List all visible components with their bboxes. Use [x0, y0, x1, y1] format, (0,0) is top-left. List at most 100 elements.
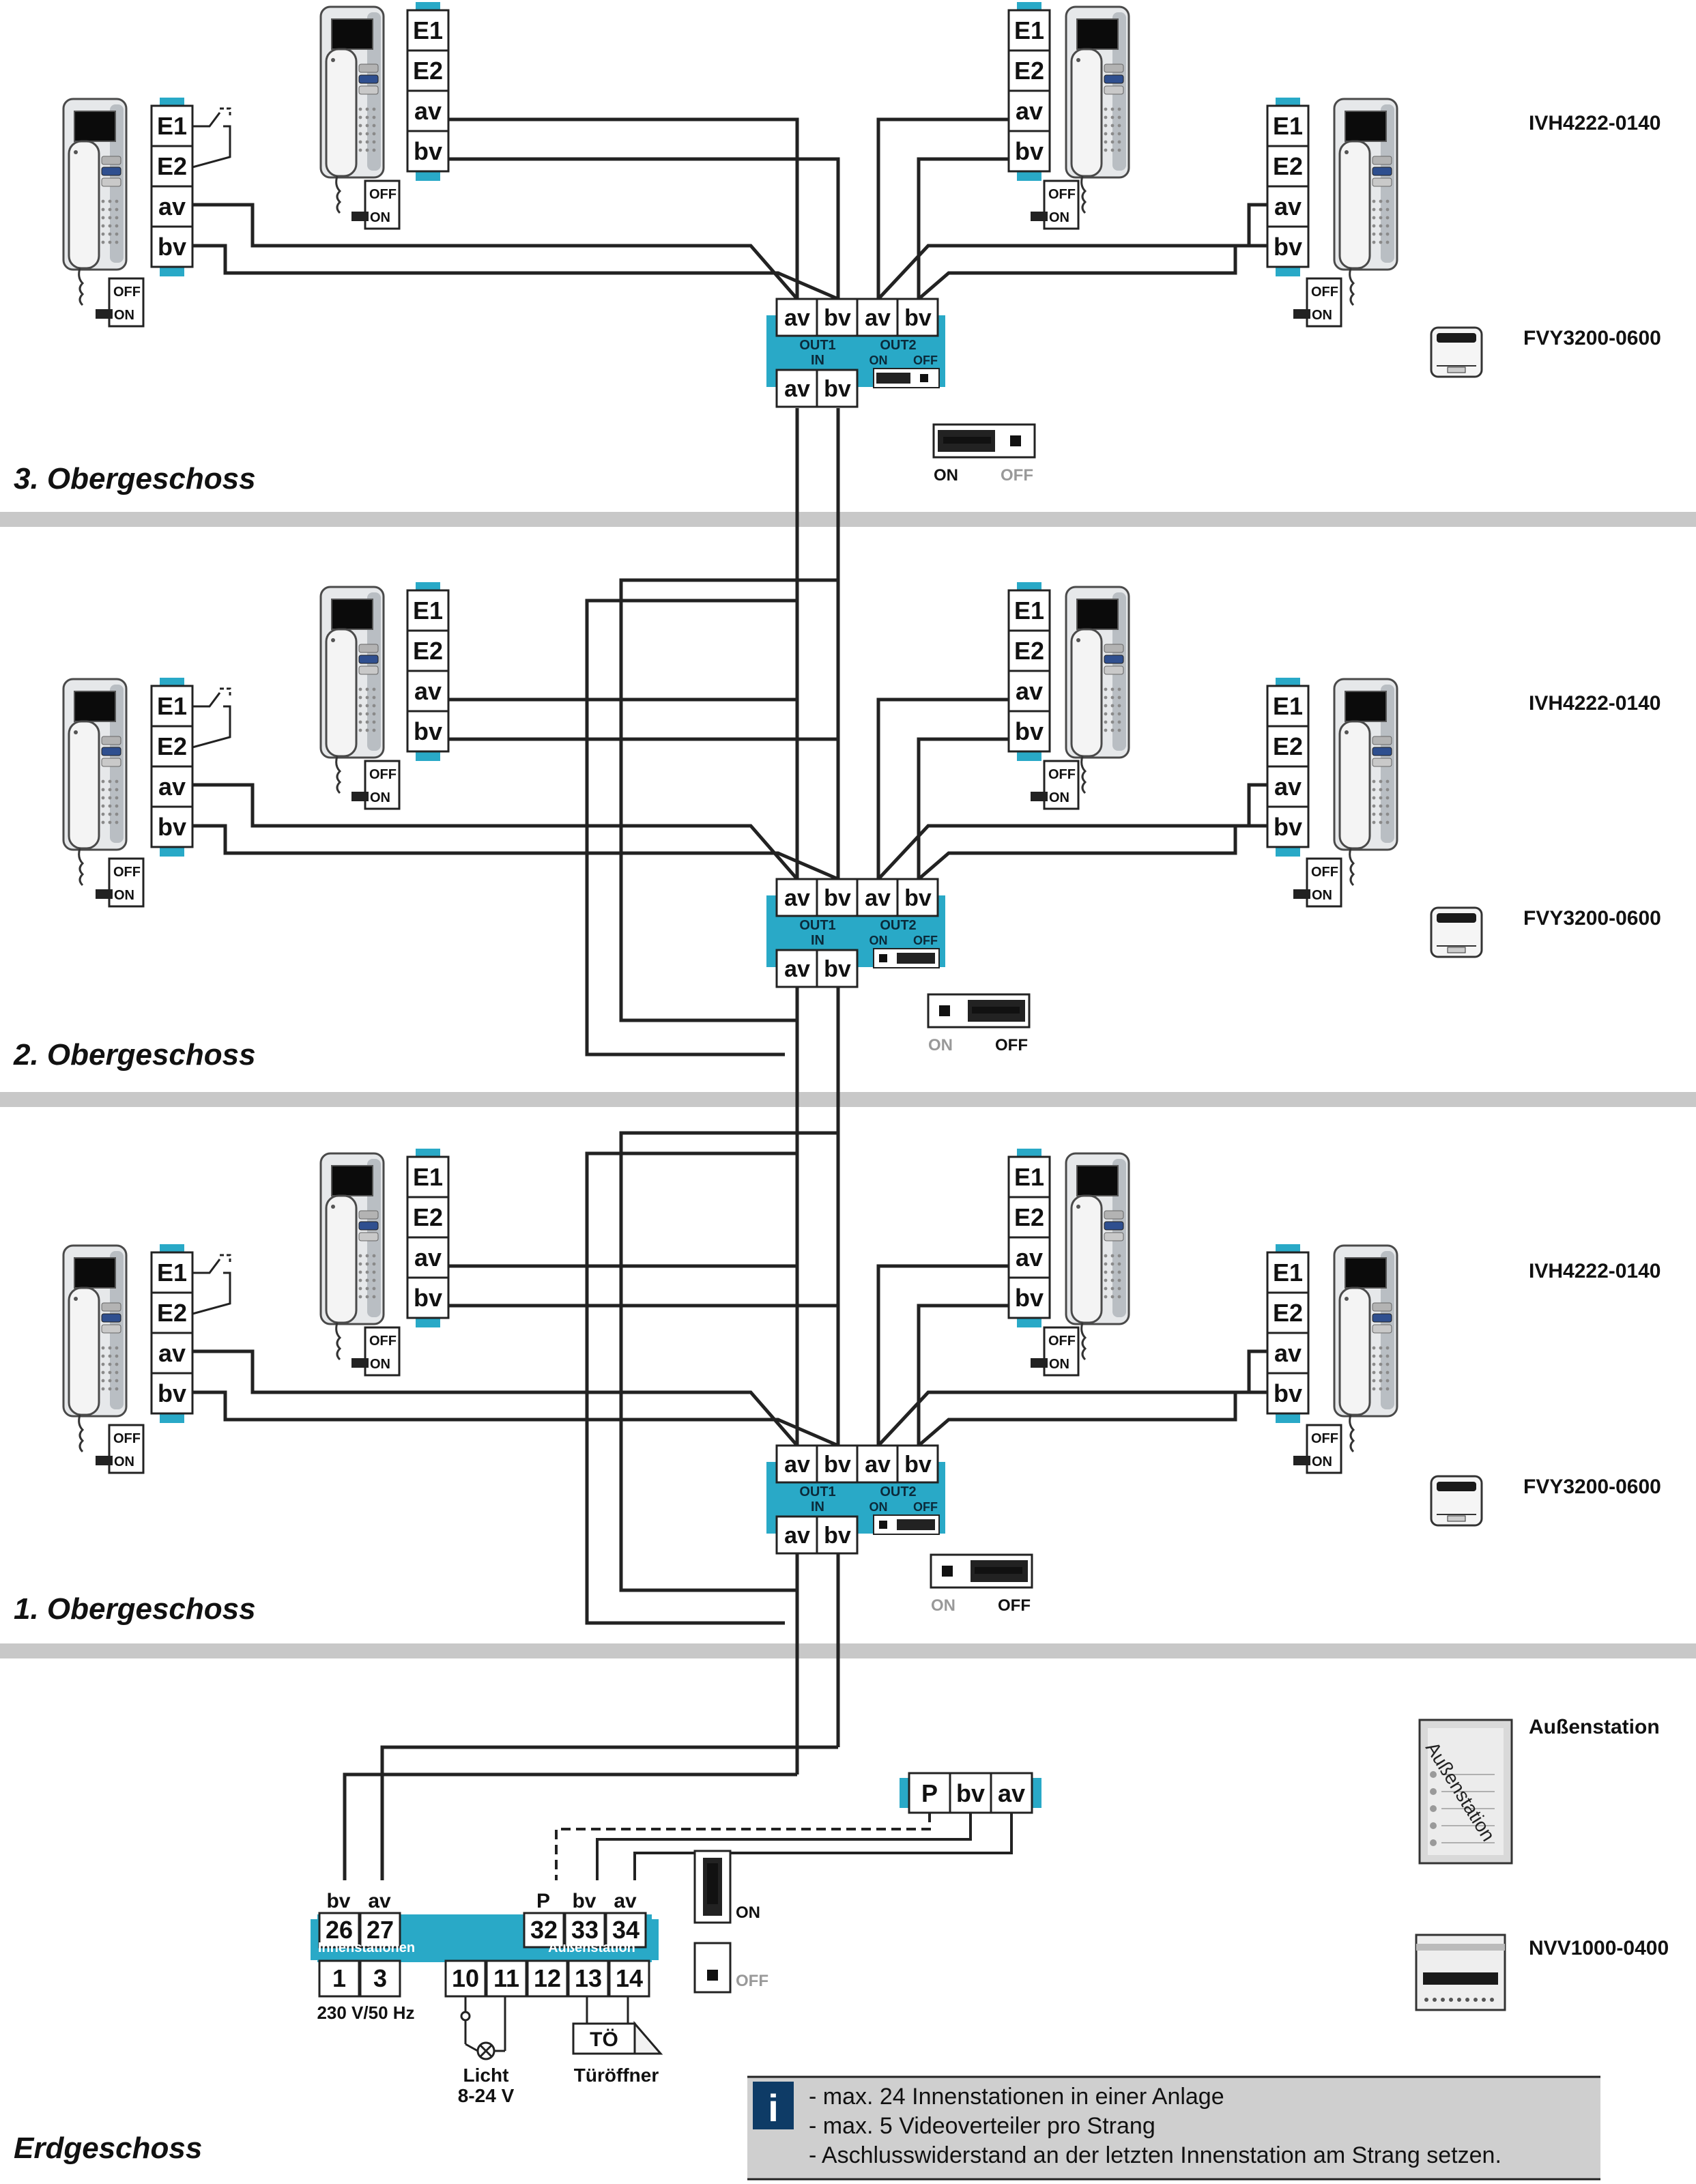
supply-terminal-letter: P — [536, 1890, 550, 1912]
outdoor-wires — [555, 1813, 1013, 1880]
outdoor-terminal-bv: bv — [956, 1779, 985, 1807]
distributor-terminal: bv — [824, 885, 851, 911]
station-wires — [192, 117, 1267, 301]
switch-off-label: OFF — [113, 285, 141, 300]
station-terminal: E1 — [1273, 1259, 1303, 1287]
station-terminal: E1 — [157, 692, 187, 720]
station-terminal: E1 — [413, 16, 443, 44]
distributor-terminal: bv — [824, 1523, 851, 1549]
distributor-terminal: bv — [904, 885, 932, 911]
riser-cables — [343, 408, 840, 1880]
station-terminal: E2 — [1014, 637, 1044, 665]
station-terminal: E2 — [157, 1299, 187, 1327]
station-terminal: E1 — [413, 597, 443, 624]
distributor-terminal: av — [784, 1523, 810, 1549]
dist-dip-on: ON — [869, 934, 888, 947]
video-handset-icon — [1333, 98, 1398, 306]
distributor-device-icon — [1430, 906, 1483, 958]
station-terminal: E1 — [1014, 597, 1044, 624]
innenstationen-label: Innenstationen — [318, 1940, 415, 1955]
supply-terminal-number: 11 — [493, 1964, 519, 1992]
out1-label: OUT1 — [799, 1484, 835, 1499]
dip-off-label: OFF — [995, 1036, 1028, 1054]
switch-on-label: ON — [1312, 888, 1332, 903]
switch-off-label: OFF — [369, 187, 397, 202]
legend-outdoor-label: Außenstation — [1529, 1716, 1660, 1738]
outdoor-station-icon: Außenstation — [1418, 1719, 1513, 1865]
station-terminal: E2 — [413, 1203, 443, 1231]
distributor-terminal: av — [865, 305, 891, 331]
switch-off-label: OFF — [1048, 187, 1076, 202]
floor-label-1: 1. Obergeschoss — [14, 1592, 256, 1626]
switch-on-label: ON — [1312, 308, 1332, 323]
station-terminal: bv — [1274, 1379, 1302, 1407]
distributor-terminal: bv — [824, 376, 851, 402]
station-terminal: E1 — [1273, 112, 1303, 140]
supply-terminal-number: 10 — [452, 1964, 479, 1992]
info-line-3: - Aschlusswiderstand an der letzten Inne… — [809, 2142, 1501, 2168]
distributor-device-icon — [1430, 1475, 1483, 1527]
distributor-terminal: av — [784, 376, 810, 402]
switch-off-label: OFF — [1311, 285, 1338, 300]
station-terminal: av — [414, 97, 442, 125]
switch-off-label: OFF — [369, 767, 397, 782]
station-terminal: bv — [414, 717, 442, 745]
termination-switch: OFF ON — [96, 857, 145, 908]
station-terminal: E2 — [413, 57, 443, 85]
station-terminal: bv — [1274, 813, 1302, 841]
supply-terminal-letter: av — [614, 1890, 637, 1912]
switch-on-label: ON — [370, 1357, 390, 1372]
switch-off-label: OFF — [113, 865, 141, 880]
dist-dip-on: ON — [869, 354, 888, 367]
distributor-device-icon — [1430, 326, 1483, 378]
distributor-terminal: av — [784, 885, 810, 911]
station-terminal: E1 — [1014, 1163, 1044, 1191]
dip-off-label: OFF — [998, 1596, 1031, 1615]
distributor-terminal: bv — [904, 1452, 932, 1478]
distributor-terminal: av — [865, 885, 891, 911]
in-label: IN — [811, 933, 824, 948]
supply-terminal-number: 3 — [373, 1964, 387, 1992]
station-terminal: E2 — [1273, 1299, 1303, 1327]
station-terminal: av — [158, 1339, 186, 1367]
light-label-2: 8-24 V — [458, 2085, 515, 2106]
station-terminal: bv — [414, 137, 442, 165]
supply-terminal-number: 27 — [366, 1916, 394, 1944]
switch-off-label: OFF — [1048, 1334, 1076, 1349]
video-handset-icon — [62, 98, 128, 306]
termination-switch: OFF ON — [351, 760, 401, 810]
station-terminal: bv — [1015, 717, 1044, 745]
switch-on-label: ON — [370, 790, 390, 805]
out1-label: OUT1 — [799, 338, 835, 353]
floor-3: E1E2avbvOFFONE1E2avbvOFFONE1E2avbvOFFONE… — [62, 2, 1398, 485]
supply-device-icon — [1415, 1934, 1506, 2011]
info-line-2: - max. 5 Videoverteiler pro Strang — [809, 2113, 1155, 2139]
switch-on-label: ON — [1049, 210, 1069, 225]
station-terminal: av — [1274, 1339, 1302, 1367]
supply-switch-off: OFF — [736, 1972, 768, 1990]
supply-terminal-number: 12 — [534, 1964, 561, 1992]
supply-terminal-number: 32 — [530, 1916, 558, 1944]
legend-supply-model: NVV1000-0400 — [1529, 1937, 1669, 1959]
termination-switch: OFF ON — [1031, 179, 1080, 230]
floor-label-ground: Erdgeschoss — [14, 2131, 202, 2165]
station-terminal: bv — [414, 1284, 442, 1312]
switch-off-label: OFF — [1048, 767, 1076, 782]
legend-indoor-model-2: IVH4222-0140 — [1529, 692, 1661, 715]
video-handset-icon — [62, 1244, 128, 1453]
switch-on-label: ON — [114, 888, 134, 903]
